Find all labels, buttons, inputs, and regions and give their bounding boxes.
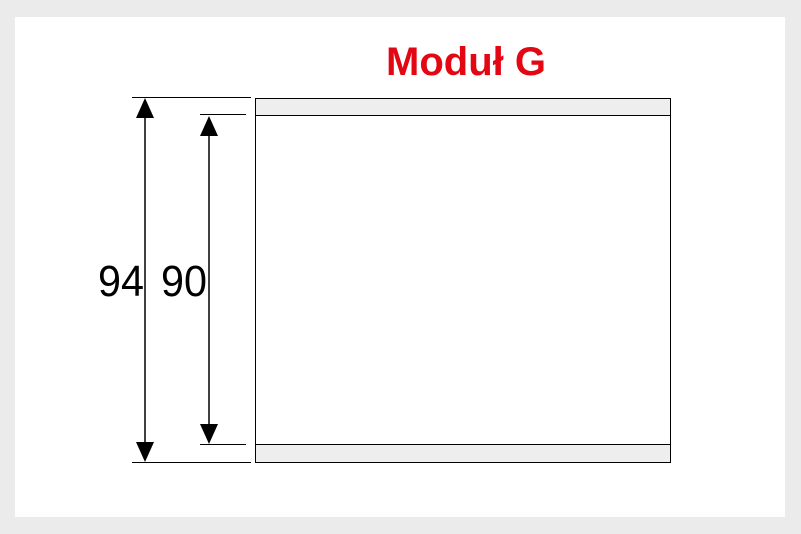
top-plate: [255, 98, 671, 116]
outer-arrow-up-icon: [136, 98, 154, 118]
module-title: Moduł G: [386, 40, 546, 84]
bottom-plate: [255, 444, 671, 463]
outer-arrow-down-icon: [136, 442, 154, 462]
inner-arrow-up-icon: [200, 116, 218, 136]
outer-dimension-label: 94: [98, 257, 144, 306]
inner-dimension-label: 90: [161, 257, 207, 306]
module-outline: [255, 98, 671, 463]
inner-arrow-down-icon: [200, 424, 218, 444]
